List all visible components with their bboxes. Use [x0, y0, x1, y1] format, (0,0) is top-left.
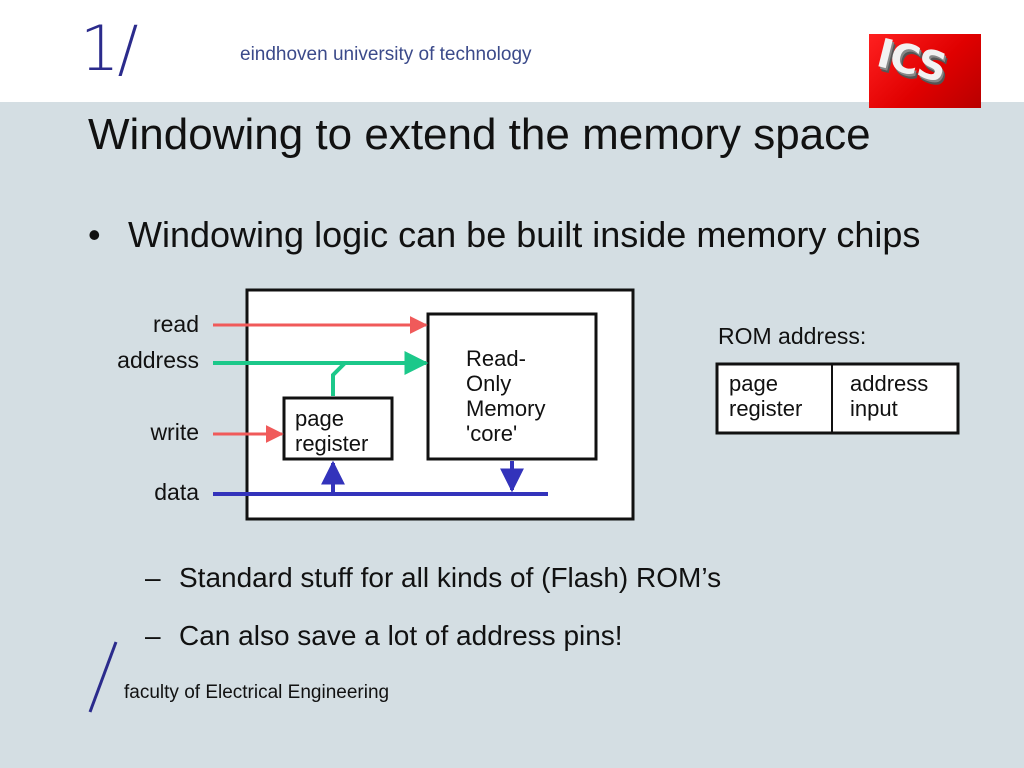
- ics-logo: ICS: [869, 34, 981, 108]
- page-register-line-2: register: [295, 431, 368, 456]
- address-to-page-register-line: [331, 361, 347, 396]
- logo-number: 1: [80, 12, 119, 85]
- rom-address-box: [715, 362, 960, 435]
- faculty-name: faculty of Electrical Engineering: [124, 682, 390, 703]
- logo-slash: /: [117, 12, 138, 85]
- read-label: read: [153, 311, 199, 337]
- address-label: address: [117, 347, 199, 373]
- slide-title: Windowing to extend the memory space: [88, 110, 871, 159]
- university-name: eindhoven university of technology: [240, 44, 532, 65]
- rom-core-line-1: Read-: [466, 346, 526, 371]
- rom-address-page-line-1: page: [729, 371, 778, 396]
- sub-bullet-1: –Standard stuff for all kinds of (Flash)…: [145, 562, 721, 594]
- rom-core-line-2: Only: [466, 371, 511, 396]
- rom-address-label: ROM address:: [718, 323, 866, 349]
- page-register-label: page register: [295, 406, 368, 456]
- write-label: write: [149, 419, 199, 445]
- sub-bullet-2: –Can also save a lot of address pins!: [145, 620, 623, 652]
- tue-logo-mark: 1/: [80, 18, 138, 80]
- rom-address-input-line-1: address: [850, 371, 928, 396]
- bullet-dot-icon: •: [88, 214, 101, 255]
- rom-address-page-line-2: register: [729, 396, 802, 421]
- page-register-box: [282, 396, 394, 461]
- data-label: data: [154, 479, 199, 505]
- rom-address-input-line-2: input: [850, 396, 898, 421]
- dash-icon: –: [145, 620, 161, 651]
- main-bullet: • Windowing logic can be built inside mem…: [88, 214, 920, 256]
- page-register-line-1: page: [295, 406, 344, 431]
- rom-core-label: Read- Only Memory 'core': [466, 346, 552, 446]
- main-bullet-text: Windowing logic can be built inside memo…: [128, 214, 921, 255]
- rom-core-line-4: 'core': [466, 421, 517, 446]
- sub-bullet-2-text: Can also save a lot of address pins!: [179, 620, 623, 651]
- dash-icon: –: [145, 562, 161, 593]
- rom-core-box: [426, 312, 598, 461]
- rom-address-page-register: page register: [729, 371, 802, 421]
- rom-core-line-3: Memory: [466, 396, 545, 421]
- sub-bullet-1-text: Standard stuff for all kinds of (Flash) …: [179, 562, 722, 593]
- rom-address-address-input: address input: [850, 371, 934, 421]
- header-bar: 1/ eindhoven university of technology IC…: [0, 0, 1024, 108]
- footer-slash-icon: [88, 641, 118, 713]
